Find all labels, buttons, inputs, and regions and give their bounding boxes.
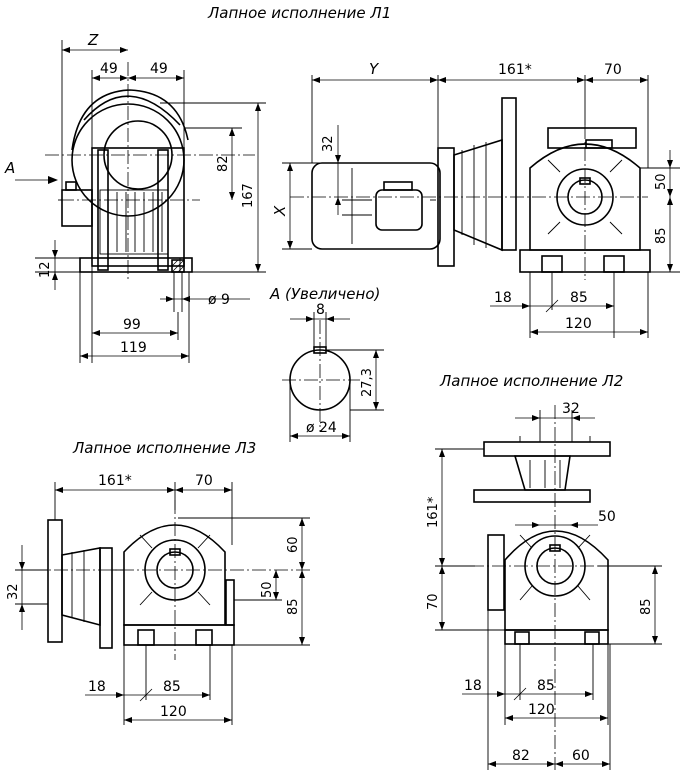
l2-dim-18: 18 — [464, 678, 482, 694]
l3-dim-50: 50 — [260, 581, 275, 598]
view-l1-left: A Z 49 49 82 167 12 — [4, 31, 266, 363]
dim-18: 18 — [494, 290, 512, 306]
l3-dim-85: 85 — [286, 598, 301, 615]
dim-32: 32 — [321, 135, 336, 152]
l2-dim-82: 82 — [512, 748, 530, 764]
l2-dim-60: 60 — [572, 748, 590, 764]
l2-dim-85-h: 85 — [537, 678, 555, 694]
l3-dim-161: 161* — [98, 473, 132, 489]
dim-8: 8 — [316, 302, 325, 318]
dim-d24: ø 24 — [306, 420, 337, 436]
dim-50: 50 — [654, 173, 669, 190]
l2-dim-120: 120 — [528, 702, 555, 718]
dim-85-h: 85 — [570, 290, 588, 306]
detail-a: 8 27,3 ø 24 — [282, 302, 384, 442]
l3-dim-120: 120 — [160, 704, 187, 720]
dim-70-top: 70 — [604, 62, 622, 78]
l2-dim-70: 70 — [426, 593, 441, 610]
dim-85-v: 85 — [654, 227, 669, 244]
dim-99: 99 — [123, 317, 141, 333]
dim-y: Y — [369, 60, 380, 78]
dim-z: Z — [87, 31, 99, 49]
title-l1: Лапное исполнение Л1 — [207, 4, 391, 22]
dim-12: 12 — [38, 261, 53, 278]
l2-dim-50: 50 — [598, 509, 616, 525]
dim-27: 27,3 — [360, 368, 375, 397]
dim-82: 82 — [216, 155, 231, 172]
l3-dim-70: 70 — [195, 473, 213, 489]
l3-dim-32: 32 — [6, 583, 21, 600]
title-detail-a: A (Увеличено) — [269, 285, 380, 303]
dim-d9: ø 9 — [208, 292, 230, 308]
view-l1-right: Y 161* 70 32 X 50 85 — [271, 60, 680, 338]
l2-dim-32: 32 — [562, 401, 580, 417]
view-a-label: A — [4, 159, 15, 177]
l3-dim-60: 60 — [286, 536, 301, 553]
view-l3: 161* 70 60 50 85 32 18 — [6, 473, 310, 725]
dim-49-right: 49 — [150, 61, 168, 77]
dim-49-left: 49 — [100, 61, 118, 77]
l2-dim-85: 85 — [639, 598, 654, 615]
title-l2: Лапное исполнение Л2 — [439, 372, 623, 390]
dim-120: 120 — [565, 316, 592, 332]
dim-167: 167 — [241, 183, 256, 208]
l2-dim-161: 161* — [426, 496, 441, 528]
dim-119: 119 — [120, 340, 147, 356]
dim-161: 161* — [498, 62, 532, 78]
dim-x: X — [271, 205, 289, 217]
l3-dim-85-h: 85 — [163, 679, 181, 695]
title-l3: Лапное исполнение Л3 — [72, 439, 256, 457]
view-l2: 32 161* 70 50 85 18 85 — [426, 401, 662, 770]
l3-dim-18: 18 — [88, 679, 106, 695]
